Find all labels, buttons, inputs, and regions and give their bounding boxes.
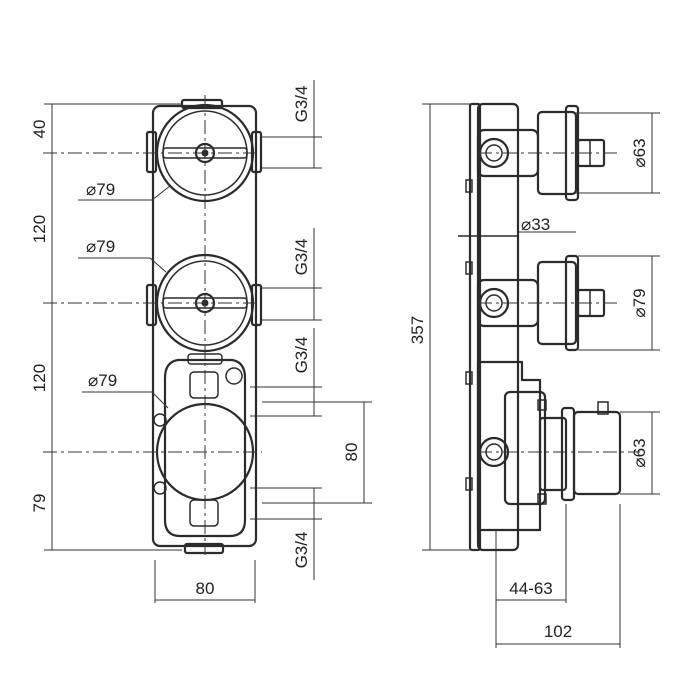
dim-depth-44-63: 44-63 — [509, 579, 552, 598]
side-diameter-79: ⌀79 — [630, 288, 649, 317]
side-diameter-63-bottom: ⌀63 — [630, 438, 649, 467]
dim-right-80: 80 — [342, 443, 361, 462]
front-bottom-port — [183, 542, 225, 555]
diameter-label-valve-1: ⌀79 — [86, 180, 115, 199]
dim-left-40: 40 — [30, 120, 49, 139]
dim-bottom-80: 80 — [196, 579, 215, 598]
diameter-label-valve-2: ⌀79 — [86, 237, 115, 256]
side-diameter-33: ⌀33 — [521, 215, 550, 234]
dim-left-120-upper: 120 — [30, 215, 49, 243]
diameter-label-thermostat: ⌀79 — [88, 371, 117, 390]
thread-label-1: G3/4 — [292, 86, 311, 123]
dim-depth-102: 102 — [544, 622, 572, 641]
front-stub-left-1 — [145, 130, 158, 174]
dim-total-height-357: 357 — [408, 316, 427, 344]
dim-left-120-lower: 120 — [30, 364, 49, 392]
side-thermostat — [476, 360, 622, 532]
side-diameter-63-top: ⌀63 — [630, 138, 649, 167]
front-view: 40 120 120 79 ⌀79 ⌀79 ⌀79 G3/4 G3/4 G3/4… — [30, 80, 372, 603]
side-view: 357 ⌀63 ⌀33 ⌀79 ⌀63 44-63 102 — [408, 102, 660, 648]
thread-label-4: G3/4 — [292, 532, 311, 569]
dim-left-79: 79 — [30, 494, 49, 513]
front-thermostat-body — [153, 353, 255, 538]
thread-label-3: G3/4 — [292, 337, 311, 374]
front-stub-left-2 — [145, 283, 158, 327]
thread-label-2: G3/4 — [292, 239, 311, 276]
